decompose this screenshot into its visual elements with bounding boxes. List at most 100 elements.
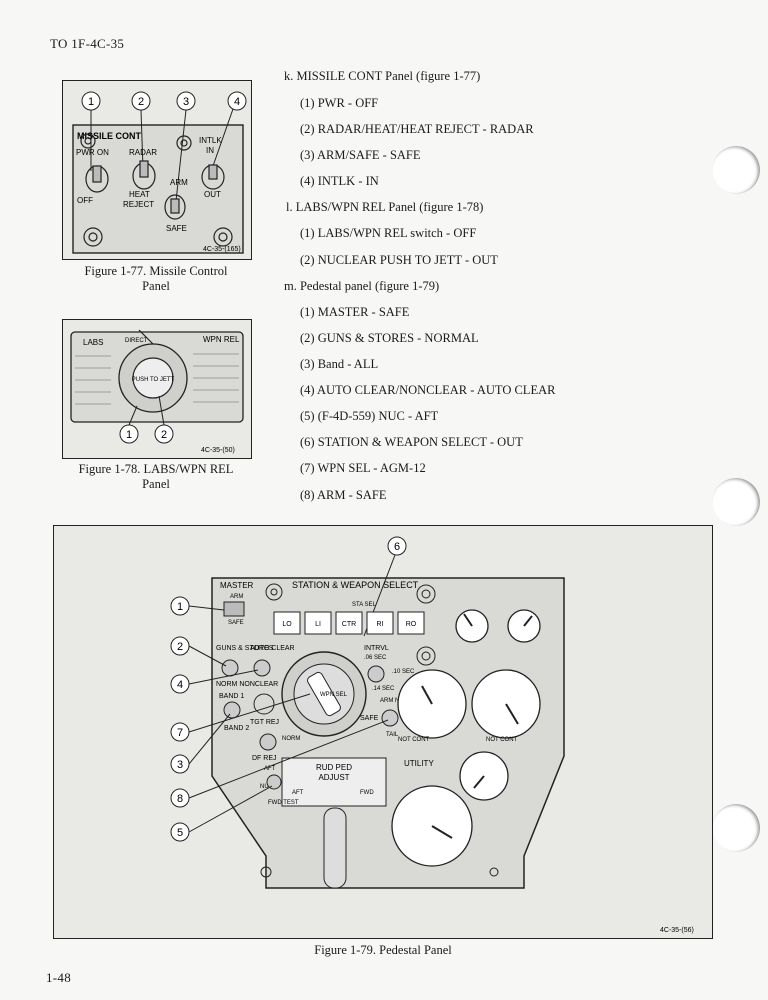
svg-text:LI: LI: [315, 621, 321, 628]
svg-text:2: 2: [161, 429, 167, 441]
wpn-sel-pointer: [307, 671, 341, 717]
band-selector-switch: [223, 701, 241, 719]
nuclear-push-to-jett-button: [132, 357, 174, 399]
svg-text:8: 8: [177, 793, 183, 805]
binder-hole-bottom: [712, 804, 760, 852]
binder-hole-top: [712, 146, 760, 194]
step-m-4: (4) AUTO CLEAR/NONCLEAR - AUTO CLEAR: [300, 383, 556, 397]
step-m-3: (3) Band - ALL: [300, 357, 379, 371]
callout-4: 4: [212, 91, 247, 167]
svg-text:FWD: FWD: [360, 790, 374, 796]
svg-text:RADAR: RADAR: [129, 148, 157, 157]
svg-text:TGT REJ: TGT REJ: [250, 719, 279, 726]
step-k: k. MISSILE CONT Panel (figure 1-77): [284, 69, 481, 83]
pedestal-panel-drawing: 6 MASTER ARM SAFE STATION & WEAPON SELEC…: [170, 536, 694, 934]
svg-text:NUC: NUC: [260, 784, 274, 790]
svg-text:OFF: OFF: [77, 196, 93, 205]
svg-text:REJECT: REJECT: [123, 200, 154, 209]
callout-3: 3: [175, 91, 196, 202]
figure-1-78-code: 4C-35-(50): [201, 447, 235, 454]
callout-2: 2: [131, 91, 151, 170]
svg-text:STA SEL: STA SEL: [352, 602, 377, 608]
svg-text:4: 4: [234, 96, 240, 108]
svg-text:NOT CONT: NOT CONT: [486, 737, 518, 743]
step-m: m. Pedestal panel (figure 1-79): [284, 279, 440, 293]
svg-text:DF REJ: DF REJ: [252, 755, 277, 762]
svg-text:.06 SEC: .06 SEC: [364, 655, 387, 661]
svg-text:7: 7: [177, 727, 183, 739]
svg-text:AUTO CLEAR: AUTO CLEAR: [250, 645, 295, 652]
pedestal-panel-body: [211, 577, 565, 889]
svg-text:RO: RO: [406, 621, 417, 628]
guns-stores-switch: [221, 659, 239, 677]
step-l-2: (2) NUCLEAR PUSH TO JETT - OUT: [300, 253, 498, 267]
svg-text:HEAT: HEAT: [129, 190, 150, 199]
step-m-6: (6) STATION & WEAPON SELECT - OUT: [300, 435, 523, 449]
svg-text:WPN REL: WPN REL: [203, 335, 240, 344]
figure-1-77-caption: Figure 1-77. Missile Control Panel: [84, 264, 228, 293]
station-select-buttons: LO LI CTR RI RO: [273, 611, 425, 635]
svg-text:NORM: NORM: [282, 736, 300, 742]
callout-7: 7: [170, 693, 311, 742]
svg-text:AFT: AFT: [264, 766, 276, 772]
figure-1-78-caption: Figure 1-78. LABS/WPN REL Panel: [78, 462, 234, 491]
svg-text:4: 4: [177, 679, 183, 691]
svg-text:NOT CONT: NOT CONT: [398, 737, 430, 743]
svg-text:LO: LO: [282, 621, 292, 628]
callout-8: 8: [170, 719, 389, 808]
figure-1-79-illustration: 6 MASTER ARM SAFE STATION & WEAPON SELEC…: [53, 525, 713, 939]
svg-text:.10 SEC: .10 SEC: [392, 669, 415, 675]
svg-text:CTR: CTR: [342, 621, 356, 628]
svg-text:3: 3: [183, 96, 189, 108]
svg-text:TAIL: TAIL: [386, 732, 399, 738]
step-k-1: (1) PWR - OFF: [300, 96, 379, 110]
svg-text:LABS: LABS: [83, 338, 103, 347]
labs-wpn-rel-panel-drawing: LABS WPN REL DIRECT PUSH TO JETT 1 2 4C-…: [70, 329, 244, 454]
svg-text:NORM NONCLEAR: NORM NONCLEAR: [216, 681, 278, 688]
svg-text:WPN SEL: WPN SEL: [320, 692, 348, 698]
step-m-7: (7) WPN SEL - AGM-12: [300, 461, 426, 475]
svg-text:IN: IN: [206, 146, 214, 155]
step-l-1: (1) LABS/WPN REL switch - OFF: [300, 226, 477, 240]
svg-text:UTILITY: UTILITY: [404, 759, 434, 768]
svg-text:SAFE: SAFE: [360, 715, 379, 722]
svg-text:2: 2: [138, 96, 144, 108]
missile-control-panel-drawing: 1 2 3 4 MISSILE CONT PWR ON OFF RADAR HE…: [72, 91, 247, 254]
svg-text:AFT: AFT: [292, 790, 304, 796]
callout-3: 3: [170, 713, 231, 774]
svg-text:PUSH TO JETT: PUSH TO JETT: [132, 377, 175, 383]
arm-safe-toggle-switch: [164, 194, 186, 220]
svg-text:ARM: ARM: [170, 178, 188, 187]
rud-ped-adjust-box: [281, 757, 387, 807]
callout-5: 5: [170, 785, 273, 842]
auto-clear-switch: [253, 659, 271, 677]
figure-1-79-caption: Figure 1-79. Pedestal Panel: [314, 943, 452, 957]
callout-1: 1: [119, 405, 139, 444]
step-m-1: (1) MASTER - SAFE: [300, 305, 410, 319]
svg-text:INTRVL: INTRVL: [364, 645, 389, 652]
document-number: TO 1F-4C-35: [50, 36, 125, 51]
step-k-2: (2) RADAR/HEAT/HEAT REJECT - RADAR: [300, 122, 534, 136]
callout-4: 4: [170, 669, 259, 694]
figure-1-79-code: 4C-35-(56): [660, 927, 694, 934]
nuc-switch: [266, 774, 282, 790]
step-l: l. LABS/WPN REL Panel (figure 1-78): [286, 200, 484, 214]
svg-text:OUT: OUT: [204, 190, 221, 199]
svg-text:PWR ON: PWR ON: [76, 148, 109, 157]
svg-text:GUNS & STORES: GUNS & STORES: [216, 645, 274, 652]
figure-1-77-code: 4C-35-(165): [203, 246, 241, 253]
svg-text:6: 6: [394, 541, 400, 553]
svg-text:2: 2: [177, 641, 183, 653]
svg-text:FWD TEST: FWD TEST: [268, 800, 299, 806]
page-number: 1-48: [46, 970, 72, 985]
arm-nose-tail-switch: [381, 709, 399, 727]
interval-switch: [367, 665, 385, 683]
step-m-8: (8) ARM - SAFE: [300, 488, 387, 502]
svg-text:1: 1: [126, 429, 132, 441]
svg-text:RI: RI: [377, 621, 384, 628]
svg-text:3: 3: [177, 759, 183, 771]
svg-text:.14 SEC: .14 SEC: [372, 686, 395, 692]
svg-text:MASTER: MASTER: [220, 581, 254, 590]
svg-text:STATION & WEAPON SELECT: STATION & WEAPON SELECT: [292, 580, 419, 590]
rud-ped-adjust-handle: [323, 807, 347, 889]
